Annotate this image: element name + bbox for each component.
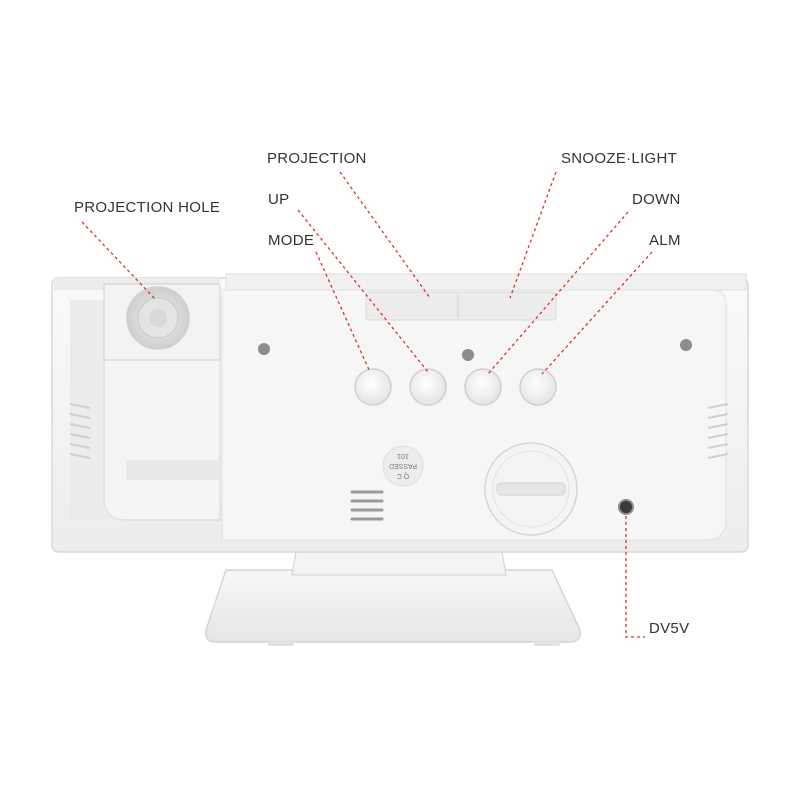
callout-line-projection bbox=[339, 171, 431, 299]
stand-base bbox=[204, 569, 582, 643]
vent-right bbox=[707, 403, 729, 459]
callout-labels: PROJECTION HOLE PROJECTION UP MODE SNOOZ… bbox=[74, 150, 689, 637]
label-projection-hole: PROJECTION HOLE bbox=[74, 199, 220, 216]
qc-stamp-line3: 101 bbox=[397, 452, 409, 459]
qc-stamp-line2: PASSED bbox=[389, 462, 417, 469]
callout-lines bbox=[81, 171, 653, 638]
dc-power-jack[interactable] bbox=[618, 499, 634, 515]
down-button[interactable] bbox=[464, 368, 502, 406]
label-snooze-light: SNOOZE·LIGHT bbox=[561, 150, 677, 167]
mode-button[interactable] bbox=[354, 368, 392, 406]
screw-hole-right bbox=[680, 339, 692, 351]
label-dv5v: DV5V bbox=[649, 620, 689, 637]
alm-button[interactable] bbox=[519, 368, 557, 406]
stand-foot-right bbox=[534, 640, 560, 646]
label-projection: PROJECTION bbox=[267, 150, 367, 167]
callout-line-mode bbox=[315, 251, 371, 373]
speaker-grille bbox=[350, 490, 384, 521]
callout-line-snooze-light bbox=[509, 171, 557, 299]
screw-hole-center bbox=[462, 349, 474, 361]
battery-cover[interactable] bbox=[484, 442, 578, 536]
qc-stamp: Q C PASSED 101 bbox=[382, 445, 424, 487]
projector-arm-notch bbox=[126, 460, 220, 480]
back-panel bbox=[221, 289, 727, 541]
label-mode: MODE bbox=[268, 232, 314, 249]
top-button-strip bbox=[365, 291, 557, 321]
stand-foot-left bbox=[268, 640, 294, 646]
screw-hole-left bbox=[258, 343, 270, 355]
projector-arm-cavity bbox=[70, 300, 104, 520]
label-down: DOWN bbox=[632, 191, 681, 208]
callout-line-up bbox=[297, 209, 429, 373]
vent-left bbox=[69, 403, 91, 459]
projection-lens-core bbox=[149, 309, 167, 327]
qc-stamp-line1: Q C bbox=[397, 472, 409, 479]
label-up: UP bbox=[268, 191, 289, 208]
body-top-edge-right bbox=[225, 273, 747, 291]
up-button[interactable] bbox=[409, 368, 447, 406]
callout-line-dv5v bbox=[625, 516, 645, 638]
clock-device: Q C PASSED 101 bbox=[51, 273, 749, 646]
label-alm: ALM bbox=[649, 232, 681, 249]
